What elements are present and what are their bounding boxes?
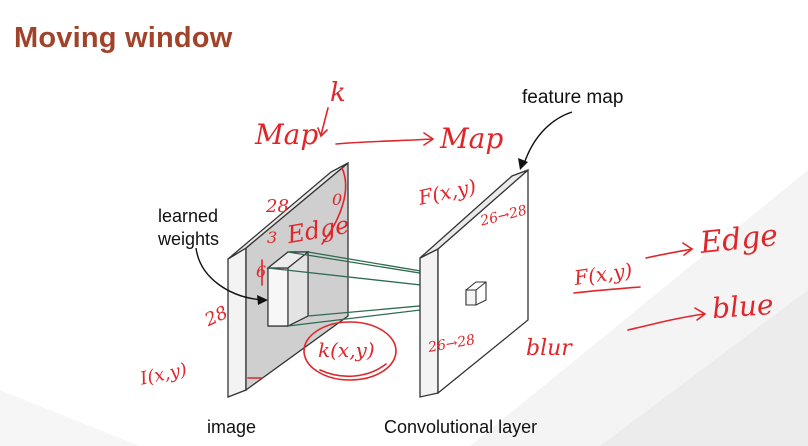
hw-3: 3 bbox=[267, 228, 278, 247]
hw-0: 0 bbox=[332, 190, 343, 209]
hw-blue-right: blue bbox=[710, 287, 775, 326]
image-label: image bbox=[207, 417, 257, 437]
learned-label: learned bbox=[158, 206, 219, 226]
kernel-cube bbox=[266, 250, 310, 327]
handwritten-strokes bbox=[247, 107, 707, 381]
weights-label: weights bbox=[158, 229, 220, 249]
slide-title: Moving window bbox=[14, 22, 233, 54]
conv-layer-label: Convolutional layer bbox=[384, 417, 538, 437]
feature-map-arrow bbox=[518, 111, 573, 170]
hw-28-top: 28 bbox=[266, 196, 289, 217]
hw-k-top: k bbox=[330, 78, 346, 108]
hw-6: 6 bbox=[256, 262, 267, 281]
learned-weights-arrow bbox=[195, 247, 268, 305]
hw-map-right: Map bbox=[440, 122, 504, 155]
output-cell bbox=[465, 281, 487, 306]
hw-map-left: Map bbox=[255, 118, 319, 151]
hw-blur: blur bbox=[526, 336, 572, 361]
hw-kxy: k(x,y) bbox=[318, 338, 375, 362]
feature-map-label: feature map bbox=[522, 87, 624, 108]
